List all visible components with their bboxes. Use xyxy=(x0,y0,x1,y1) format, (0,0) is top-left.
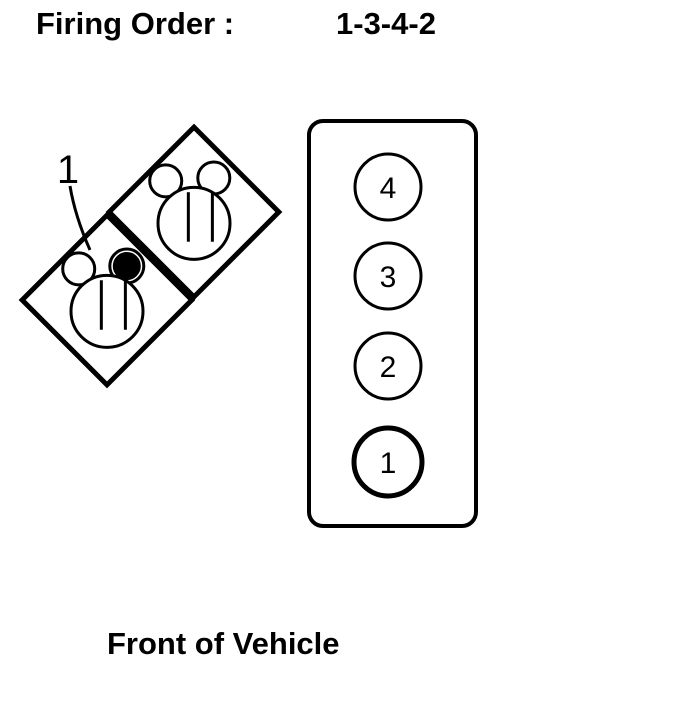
cylinder-2: 2 xyxy=(353,331,423,401)
cylinder-4: 4 xyxy=(353,152,423,222)
cylinder-number: 3 xyxy=(380,261,397,294)
cylinder-icon xyxy=(353,152,423,222)
pointer-label: 1 xyxy=(57,148,79,192)
cylinder-number: 1 xyxy=(380,447,397,480)
cylinder-3: 3 xyxy=(353,241,423,311)
terminal-1-icon xyxy=(112,252,141,281)
firing-order-label: Firing Order : xyxy=(36,6,235,41)
cylinder-icon xyxy=(353,241,423,311)
cylinder-icon xyxy=(351,425,425,499)
coil-block-front xyxy=(18,211,196,389)
cylinder-1: 1 xyxy=(351,425,425,499)
firing-order-value: 1-3-4-2 xyxy=(336,6,436,41)
front-of-vehicle-label: Front of Vehicle xyxy=(107,626,340,661)
coil-block-rear xyxy=(105,123,283,301)
cylinder-number: 2 xyxy=(380,351,397,384)
engine-block xyxy=(307,119,478,528)
pointer-leader-line xyxy=(68,185,92,251)
cylinder-icon xyxy=(353,331,423,401)
cylinder-number: 4 xyxy=(380,172,397,205)
